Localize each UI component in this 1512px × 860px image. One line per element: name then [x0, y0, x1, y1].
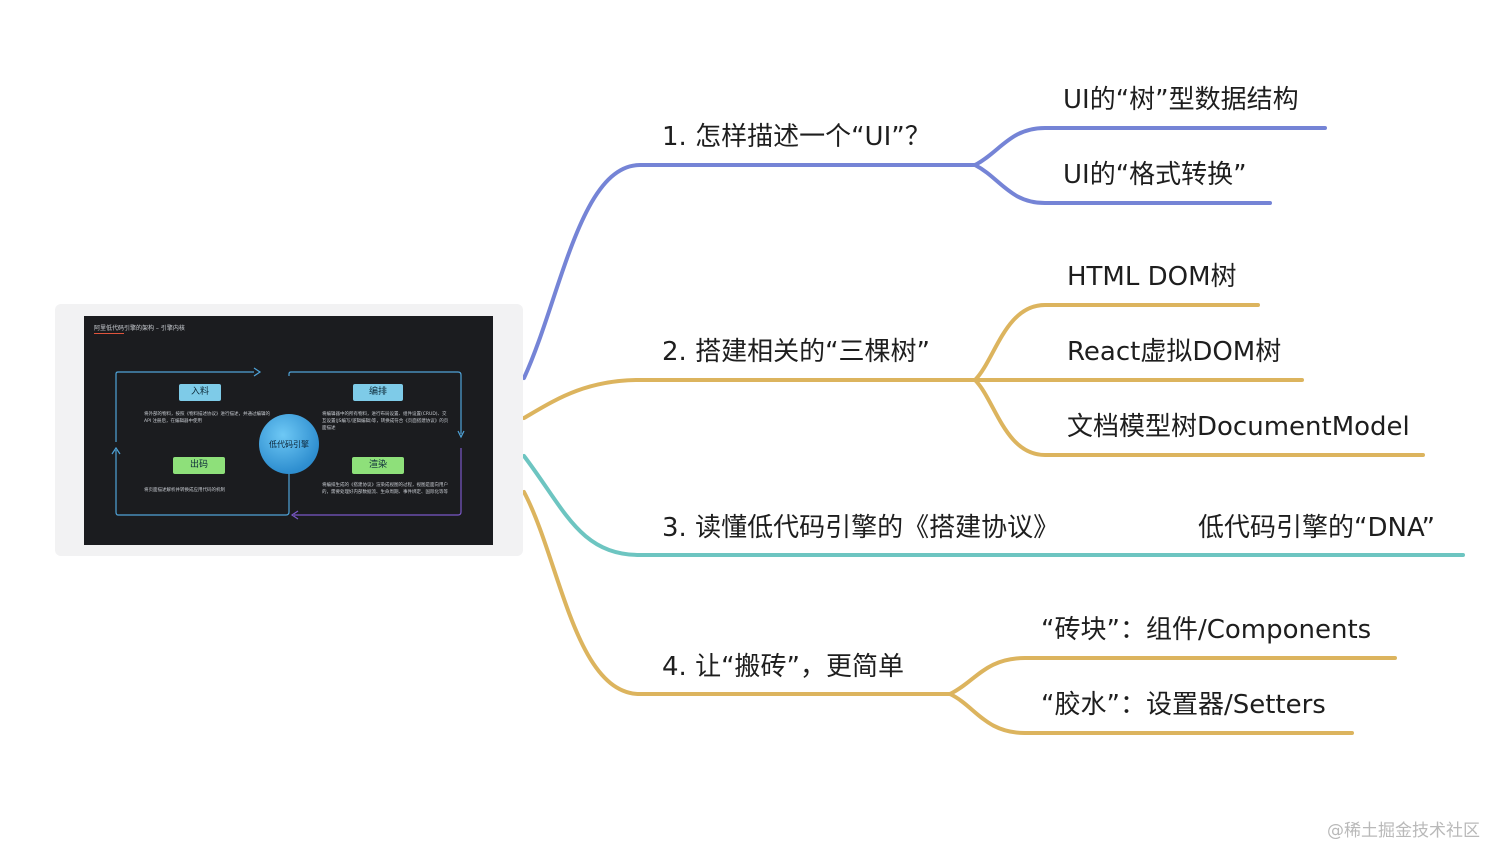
stage-pill-orchestrate: 编排 — [353, 384, 403, 401]
subtopic-2-3[interactable]: 文档模型树DocumentModel — [1067, 412, 1410, 442]
subtopic-2-2[interactable]: React虚拟DOM树 — [1067, 337, 1282, 367]
subtopic-2-1[interactable]: HTML DOM树 — [1067, 262, 1237, 292]
connector-root-branch-3 — [522, 454, 1465, 557]
stage-description-intake: 将外部的物料，按照《物料描述协议》进行描述，并通过编辑的 API 注册后，在编辑… — [144, 412, 270, 424]
thumbnail-flow-lines — [111, 367, 465, 520]
subtopic-1-1[interactable]: UI的“树”型数据结构 — [1063, 85, 1299, 115]
stage-pill-intake: 入料 — [179, 384, 221, 401]
subtopic-3-1[interactable]: 低代码引擎的“DNA” — [1198, 513, 1435, 543]
engine-hub: 低代码引擎 — [259, 414, 319, 474]
connector-root-branch-2 — [522, 378, 977, 420]
topic-branch-4[interactable]: 4. 让“搬砖”，更简单 — [662, 652, 905, 682]
stage-description-render: 将编排生成的《搭建协议》渲染成视图的过程，视图是面向用户的，需要处理好内部数据流… — [322, 483, 448, 495]
connector-branch-4-child-1 — [948, 656, 1397, 696]
connector-branch-1-child-2 — [973, 163, 1272, 205]
connector-branch-2-child-1 — [973, 303, 1260, 382]
connector-root-branch-1 — [522, 163, 977, 380]
connector-branch-2-child-3 — [973, 378, 1425, 457]
subtopic-4-2[interactable]: “胶水”：设置器/Setters — [1041, 690, 1326, 720]
thumbnail-title: 阿里低代码引擎的架构 – 引擎内核 — [94, 325, 185, 332]
stage-pill-codegen: 出码 — [173, 457, 225, 474]
connector-root-branch-4 — [522, 490, 952, 696]
connector-branch-1-child-1 — [973, 126, 1327, 167]
topic-branch-1[interactable]: 1. 怎样描述一个“UI”？ — [662, 122, 931, 152]
topic-branch-2[interactable]: 2. 搭建相关的“三棵树” — [662, 337, 931, 367]
stage-description-orchestrate: 将编辑器中的所有物料，进行布局设置、组件设置(CRUD)、交互设置(JS编写/逻… — [322, 412, 449, 431]
stage-pill-render: 渲染 — [352, 457, 404, 474]
watermark: @稀土掘金技术社区 — [1327, 821, 1480, 841]
subtopic-4-1[interactable]: “砖块”：组件/Components — [1041, 615, 1372, 645]
thumbnail-title-underline — [94, 333, 124, 334]
stage-description-codegen: 将页面描述解析并转换成应用代码的机制 — [144, 488, 225, 493]
connector-branch-4-child-2 — [948, 692, 1354, 735]
topic-branch-3[interactable]: 3. 读懂低代码引擎的《搭建协议》 — [662, 513, 1060, 543]
subtopic-1-2[interactable]: UI的“格式转换” — [1063, 160, 1247, 190]
architecture-thumbnail: 阿里低代码引擎的架构 – 引擎内核 入料 将外部的物料，按照《物料描述协议》进行… — [84, 316, 493, 545]
